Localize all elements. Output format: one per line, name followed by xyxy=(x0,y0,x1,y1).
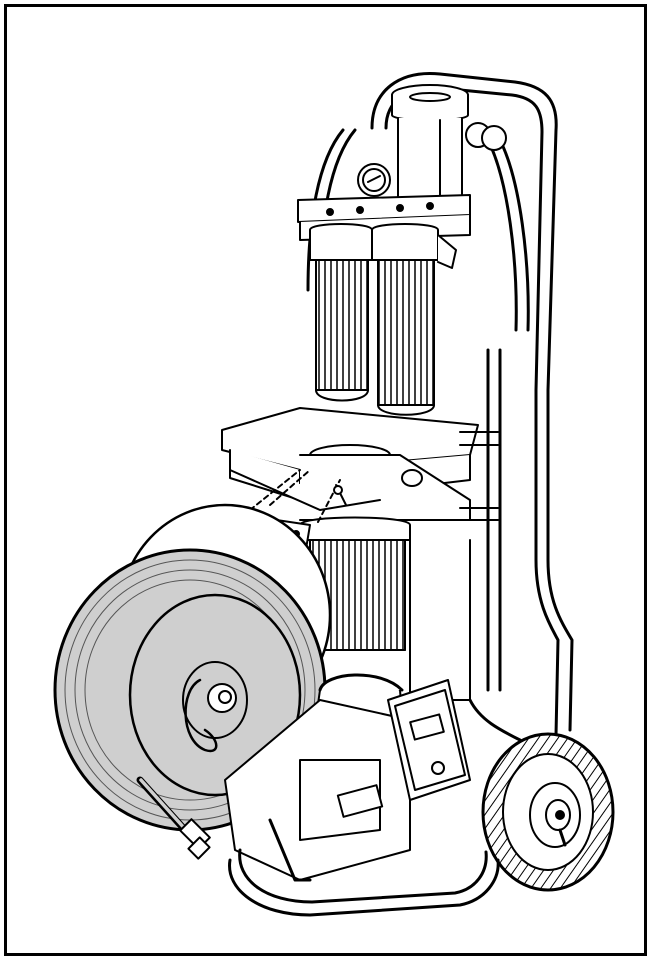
pressure-gauge xyxy=(357,163,391,197)
top-filter-housing xyxy=(391,84,507,209)
control-box xyxy=(387,679,471,801)
middle-shelf xyxy=(221,407,499,521)
left-filter-cartridge xyxy=(309,223,373,402)
hose-end-fitting xyxy=(179,818,211,860)
wheel xyxy=(481,732,615,892)
cart-base xyxy=(228,698,522,917)
pump-motor xyxy=(224,673,411,881)
lower-filter-housing xyxy=(299,516,471,701)
right-filter-cartridge xyxy=(371,223,457,416)
